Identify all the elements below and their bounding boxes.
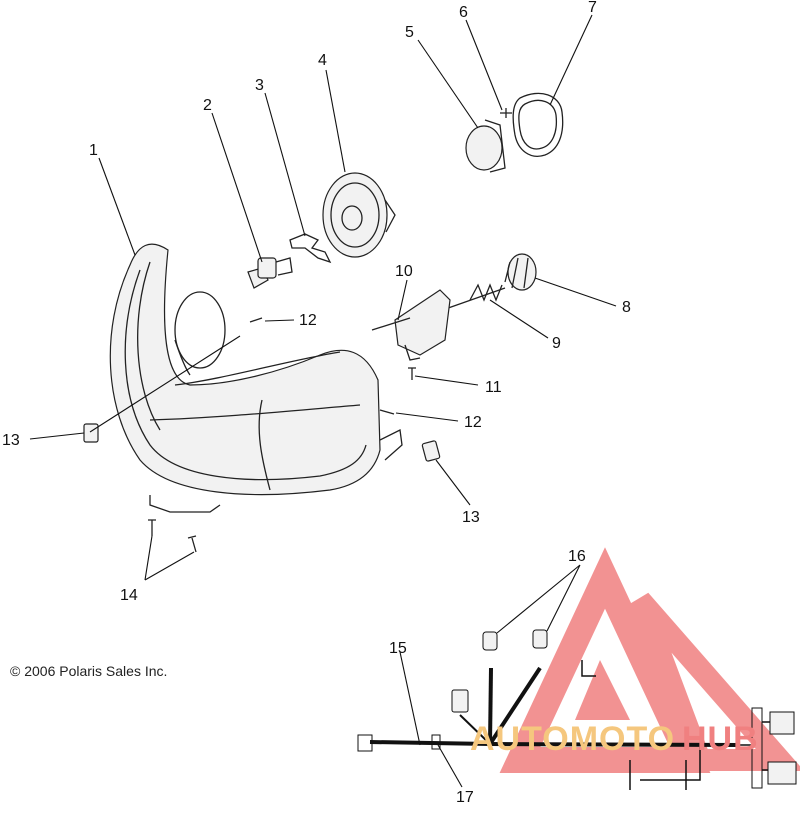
screw-12a	[249, 317, 263, 323]
adjuster-knob	[504, 253, 537, 291]
callout-numbers: 1 2 3 4 5 6 7 8 9 10 11 12 12 13 13 14 1…	[2, 0, 631, 806]
callout-13a: 13	[2, 432, 20, 449]
gasket	[512, 92, 564, 157]
callout-7: 7	[588, 0, 597, 16]
screw-14b	[187, 535, 197, 553]
dust-cover	[322, 172, 396, 258]
retaining-clip	[289, 233, 332, 264]
callout-10: 10	[395, 263, 413, 280]
copyright-text: © 2006 Polaris Sales Inc.	[10, 663, 167, 679]
headlight-housing	[109, 243, 403, 513]
callout-1: 1	[89, 142, 98, 159]
leader-lines	[29, 14, 617, 788]
watermark-brand-1: AUTOMOTO	[470, 720, 675, 758]
screw-14a	[148, 519, 156, 536]
callout-16: 16	[568, 548, 586, 565]
callout-15: 15	[389, 640, 407, 657]
speed-nut-13b	[421, 440, 441, 462]
callout-5: 5	[405, 24, 414, 41]
mounting-bracket	[371, 289, 451, 361]
callout-14: 14	[120, 587, 138, 604]
watermark-brand-2: HUB	[682, 720, 759, 758]
watermark-logo	[499, 547, 800, 773]
watermark-text: AUTOMOTO HUB	[470, 720, 759, 758]
screw-6	[500, 108, 512, 118]
callout-12a: 12	[299, 312, 317, 329]
callout-4: 4	[318, 52, 327, 69]
callout-13b: 13	[462, 509, 480, 526]
bulb	[247, 257, 293, 289]
callout-12b: 12	[464, 414, 482, 431]
callout-2: 2	[203, 97, 212, 114]
bulb-cover	[465, 119, 506, 173]
callout-3: 3	[255, 77, 264, 94]
screw-11	[408, 367, 416, 380]
callout-17: 17	[456, 789, 474, 806]
callout-6: 6	[459, 4, 468, 21]
wiring-harness	[357, 629, 797, 790]
callout-9: 9	[552, 335, 561, 352]
callout-8: 8	[622, 299, 631, 316]
screw-12b	[379, 409, 395, 415]
callout-11: 11	[485, 379, 502, 396]
speed-nut-13a	[83, 423, 99, 443]
